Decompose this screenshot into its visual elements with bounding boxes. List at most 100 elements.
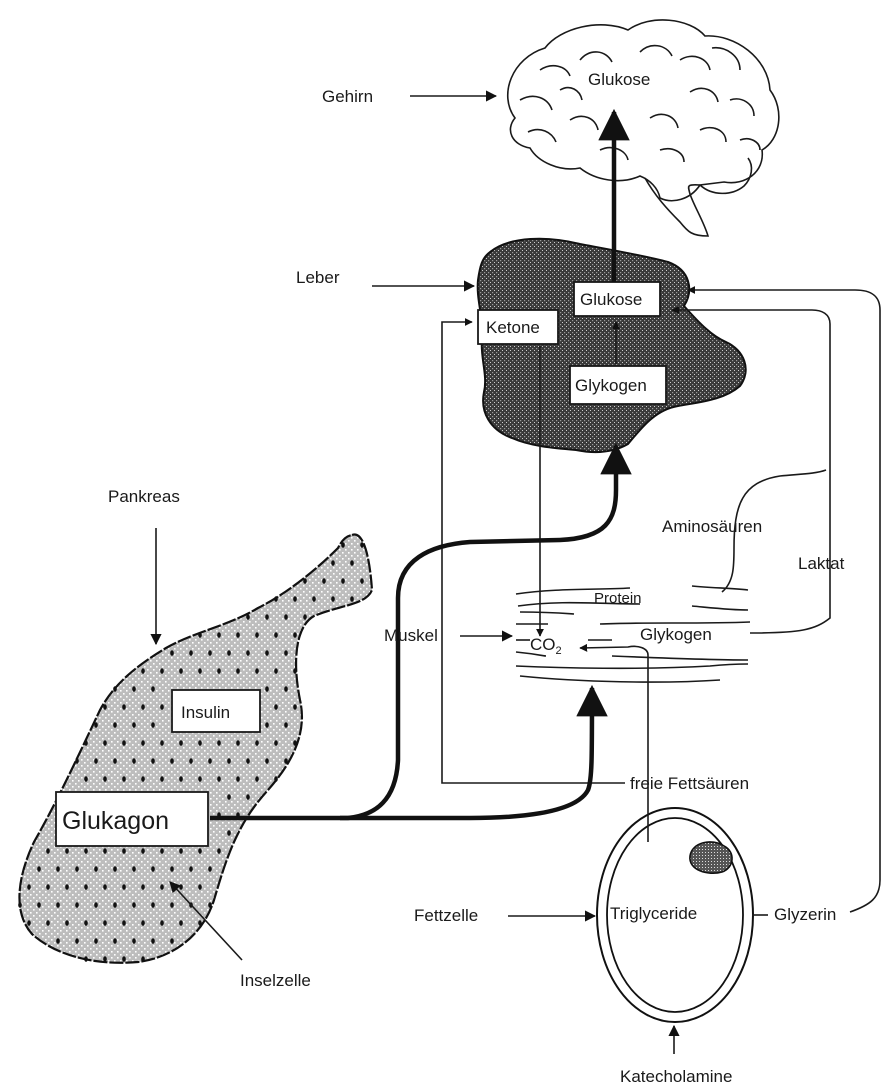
islet-dot — [151, 902, 155, 908]
islet-dot — [293, 668, 297, 674]
islet-cell-label: Inselzelle — [240, 971, 311, 990]
islet-dot — [179, 668, 183, 674]
fat-cell: Triglyceride — [597, 808, 753, 1022]
pancreas-shape — [19, 534, 372, 962]
islet-dot — [303, 614, 307, 620]
liver-glucose-label: Glukose — [580, 290, 642, 309]
islet-dot — [274, 596, 278, 602]
islet-dot — [37, 902, 41, 908]
islet-dot — [141, 848, 145, 854]
islet-dot — [265, 650, 269, 656]
islet-dot — [160, 776, 164, 782]
islet-dot — [113, 938, 117, 944]
islet-dot — [160, 920, 164, 926]
brain-outline — [508, 20, 779, 201]
islet-dot — [189, 758, 193, 764]
islet-dot — [151, 722, 155, 728]
islet-dot — [113, 902, 117, 908]
islet-dot — [84, 740, 88, 746]
islet-dot — [103, 848, 107, 854]
islet-dot — [274, 776, 278, 782]
brain-label: Gehirn — [322, 87, 373, 106]
co2-label: CO2 — [530, 635, 562, 657]
islet-dot — [132, 938, 136, 944]
islet-dot — [151, 938, 155, 944]
islet-dot — [217, 776, 221, 782]
islet-dot — [84, 776, 88, 782]
islet-dot — [198, 668, 202, 674]
islet-dot — [27, 920, 31, 926]
islet-dot — [56, 866, 60, 872]
islet-dot — [122, 704, 126, 710]
islet-dot — [208, 758, 212, 764]
islet-dot — [274, 668, 278, 674]
islet-dot — [246, 758, 250, 764]
islet-dot — [208, 650, 212, 656]
islet-dot — [198, 848, 202, 854]
liver-shape — [478, 239, 746, 452]
islet-dot — [198, 884, 202, 890]
islet-dot — [198, 740, 202, 746]
brain-folds — [520, 46, 760, 162]
glucagon-label: Glukagon — [62, 807, 169, 835]
islet-dot — [160, 704, 164, 710]
islet-dot — [122, 776, 126, 782]
islet-dot — [284, 686, 288, 692]
liver-label: Leber — [296, 268, 340, 287]
islet-dot — [179, 740, 183, 746]
islet-dot — [84, 848, 88, 854]
islet-dot — [65, 920, 69, 926]
islet-dot — [122, 920, 126, 926]
islet-dot — [217, 668, 221, 674]
islet-dot — [284, 758, 288, 764]
pancreas-label: Pankreas — [108, 487, 180, 506]
islet-dot — [293, 704, 297, 710]
islet-dot — [132, 722, 136, 728]
islet-dot — [103, 956, 107, 962]
islet-dot — [217, 740, 221, 746]
islet-dot — [113, 866, 117, 872]
islet-dot — [65, 848, 69, 854]
islet-dot — [198, 776, 202, 782]
islet-dot — [265, 686, 269, 692]
islet-dot — [217, 632, 221, 638]
islet-dot — [151, 758, 155, 764]
islet-dot — [284, 722, 288, 728]
islet-dot — [274, 632, 278, 638]
islet-dot — [312, 596, 316, 602]
ketone-label: Ketone — [486, 318, 540, 337]
islet-dot — [46, 848, 50, 854]
islet-dot — [94, 866, 98, 872]
islet-dot — [18, 902, 22, 908]
islet-dot — [179, 920, 183, 926]
islet-dot — [160, 740, 164, 746]
islet-dot — [227, 758, 231, 764]
islet-dot — [103, 920, 107, 926]
muscle: Protein CO2 Glykogen — [516, 586, 750, 682]
islet-dot — [84, 920, 88, 926]
islet-dot — [122, 848, 126, 854]
islet-dot — [170, 866, 174, 872]
islet-dot — [331, 560, 335, 566]
brain-glucose-label: Glukose — [588, 70, 650, 89]
islet-dot — [350, 560, 354, 566]
islet-dot — [236, 668, 240, 674]
islet-dot — [170, 758, 174, 764]
islet-dot — [170, 650, 174, 656]
islet-dot — [141, 776, 145, 782]
islet-dot — [75, 866, 79, 872]
islet-dot — [198, 632, 202, 638]
islet-dot — [341, 578, 345, 584]
islet-dot — [94, 902, 98, 908]
islet-dot — [75, 758, 79, 764]
liver: Ketone Glukose Glykogen — [478, 239, 746, 452]
glucagon-to-muscle-arrow — [340, 688, 592, 818]
islet-dot — [141, 920, 145, 926]
pancreas: Insulin Glukagon — [18, 534, 372, 962]
islet-dot — [227, 650, 231, 656]
islet-dot — [141, 668, 145, 674]
islet-dot — [113, 758, 117, 764]
cerebellum — [700, 158, 751, 193]
amino-acid-label: Aminosäuren — [662, 517, 762, 536]
liver-glycogen-label: Glykogen — [575, 376, 647, 395]
